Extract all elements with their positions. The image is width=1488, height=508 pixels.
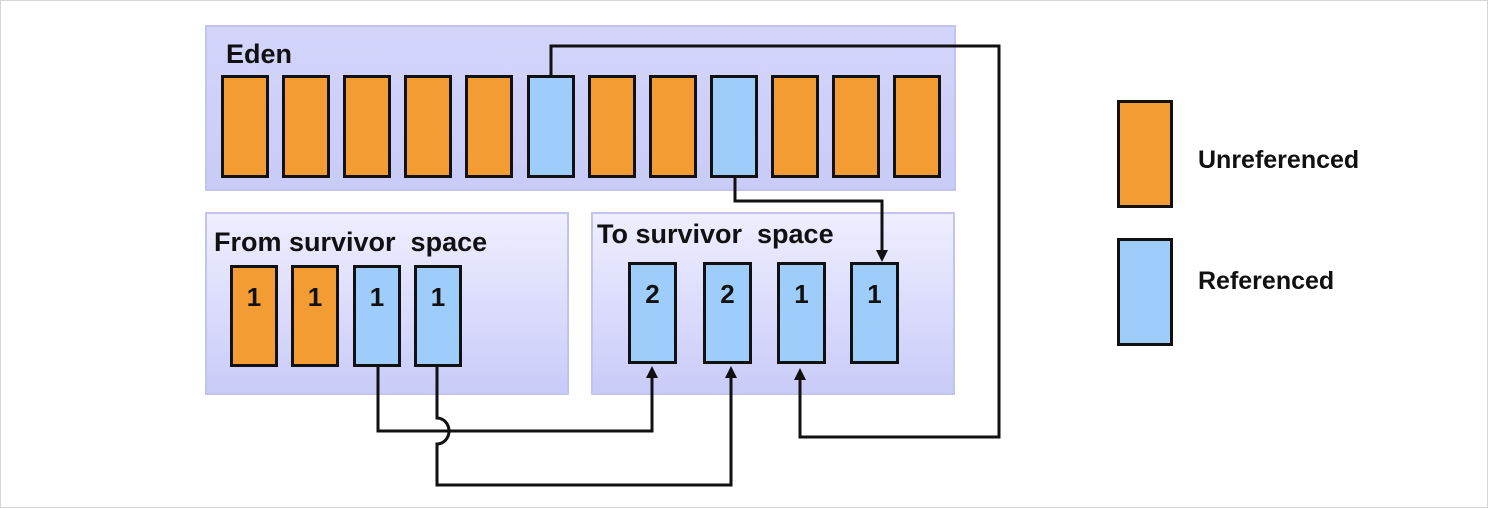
arrow-eden-to-survivor-a [549,44,1001,439]
arrow-from-to-survivor-b [435,367,733,487]
to-survivor-title: To survivor space [597,219,834,249]
arrow-eden-to-survivor-b [733,178,884,254]
eden-object [527,75,575,178]
legend-unreferenced-label: Unreferenced [1198,146,1360,174]
eden-object [404,75,452,178]
legend-referenced-label: Referenced [1198,267,1335,295]
from-survivor-object: 1 [353,265,401,367]
eden-object [893,75,941,178]
eden-object [771,75,819,178]
eden-object [649,75,697,178]
eden-title: Eden [226,39,293,69]
eden-object [465,75,513,178]
to-survivor-object: 1 [777,262,826,364]
eden-object [832,75,880,178]
to-survivor-object: 2 [703,262,752,364]
eden-object [588,75,636,178]
from-survivor-object: 1 [414,265,462,367]
from-survivor-object: 1 [291,265,339,367]
eden-object [710,75,758,178]
legend-referenced-swatch [1117,238,1173,346]
to-survivor-object: 1 [850,262,899,364]
from-survivor-object: 1 [230,265,278,367]
from-survivor-title: From survivor space [214,227,488,257]
eden-object [343,75,391,178]
eden-object [282,75,330,178]
legend-unreferenced-swatch [1117,100,1173,208]
arrow-from-to-survivor-a [376,367,654,433]
to-survivor-object: 2 [628,262,677,364]
eden-object [221,75,269,178]
eden-region [205,25,956,191]
